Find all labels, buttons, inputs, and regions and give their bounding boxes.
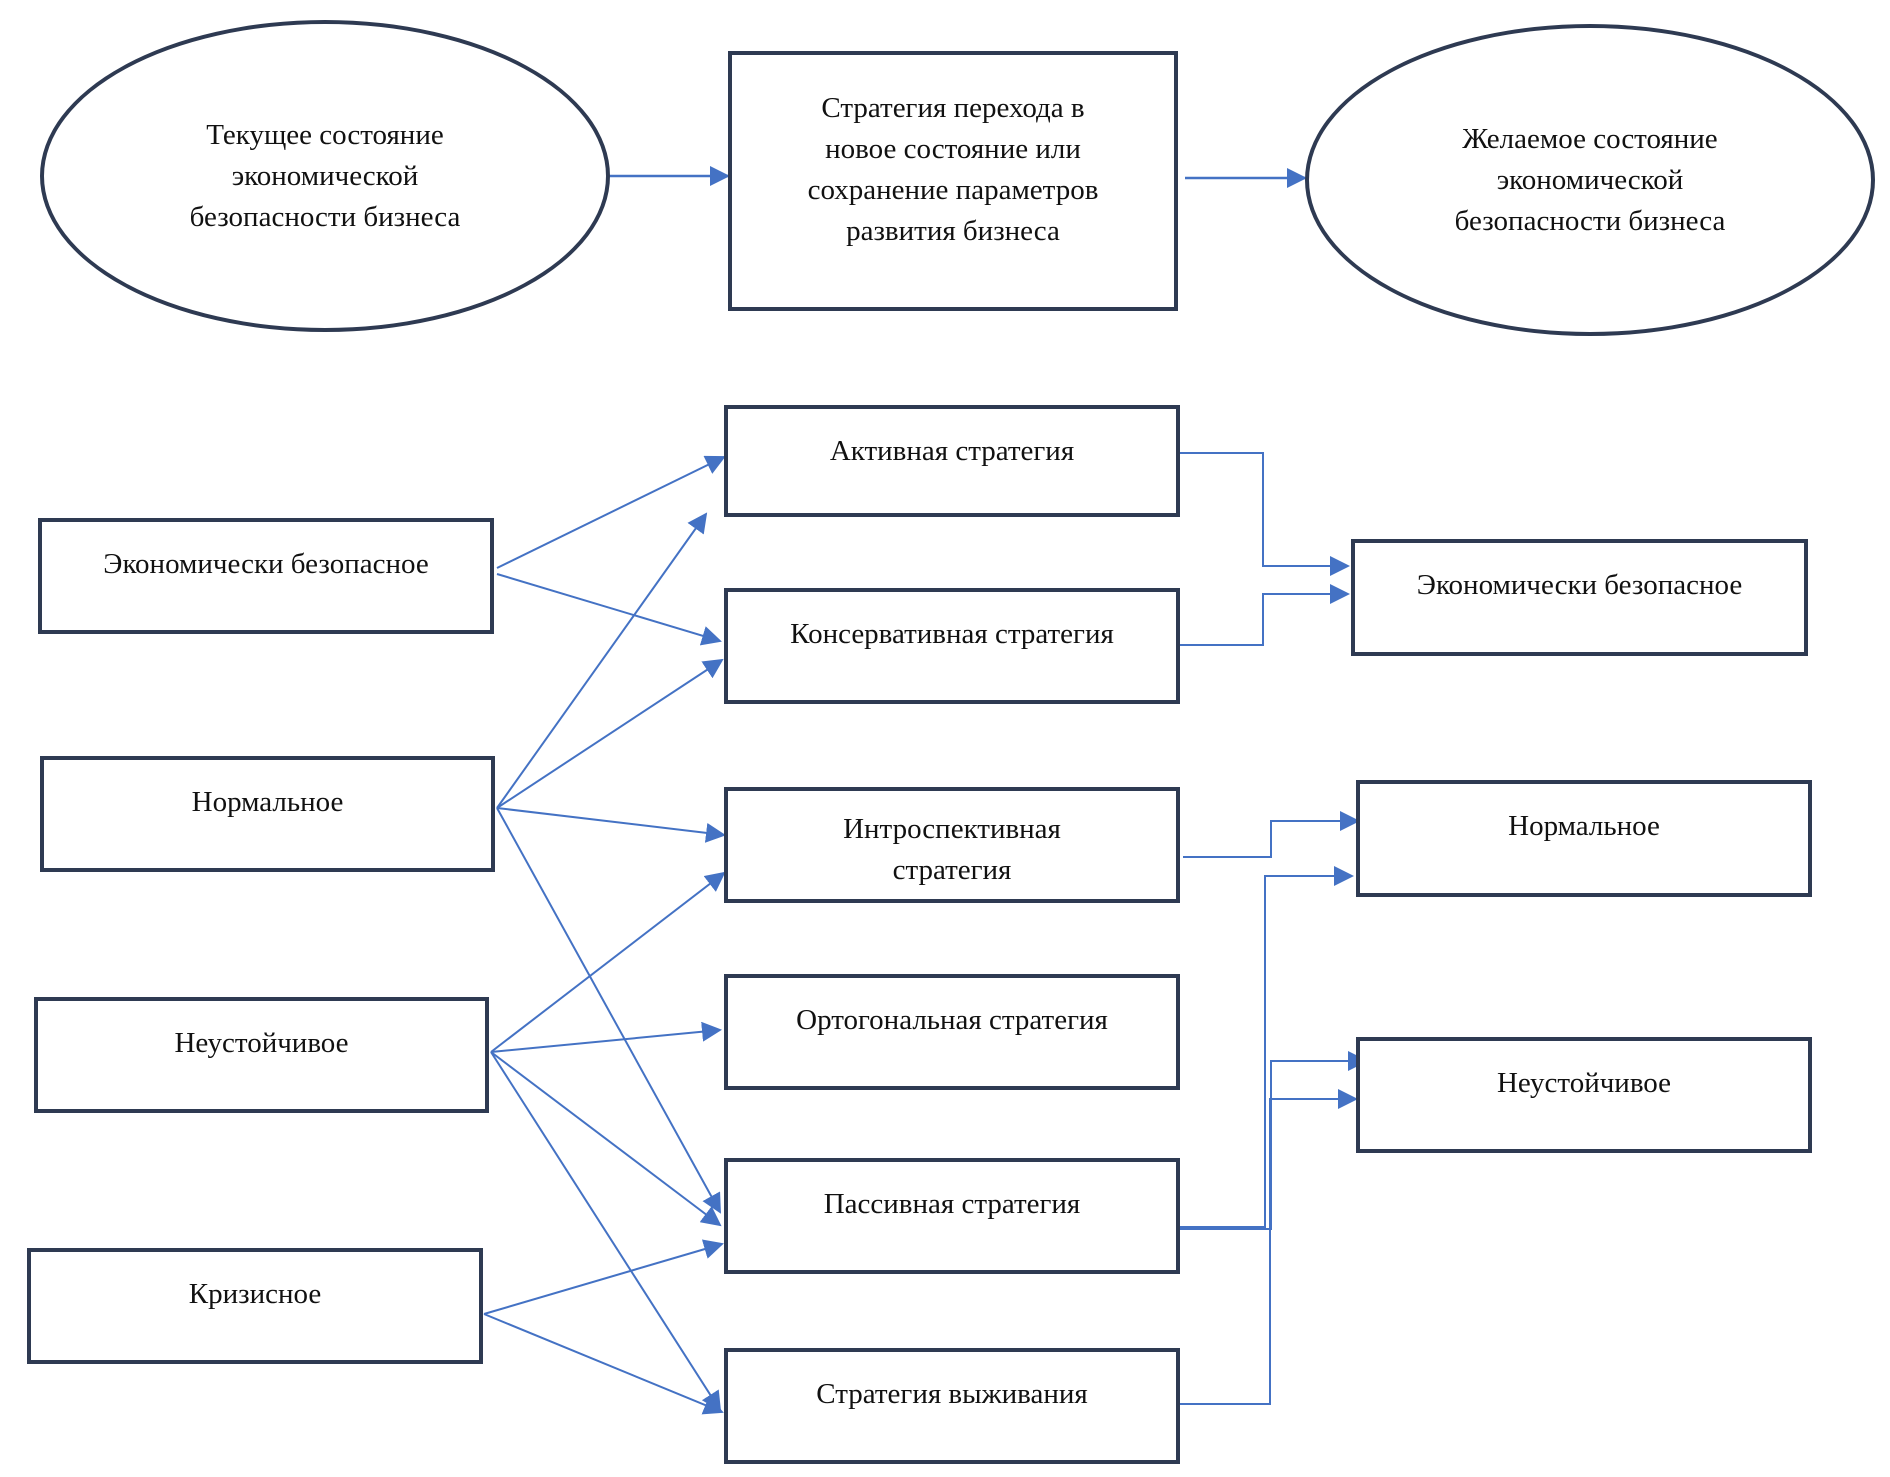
strategy-active-label: Активная стратегия (829, 435, 1075, 467)
desired-state-safe-label: Экономически безопасное (1416, 569, 1743, 601)
arrow-str-passive-to-des-unstable (1180, 1051, 1368, 1230)
strategy-survival-label: Стратегия выживания (816, 1378, 1088, 1410)
desired-state-ellipse: Желаемое состояние экономической безопас… (1305, 24, 1875, 336)
desired-state-label: Желаемое состояние экономической безопас… (1454, 122, 1726, 237)
arrow-cur-normal-to-str-introspective (496, 807, 726, 843)
desired-state-unstable: Неустойчивое (1356, 1037, 1812, 1153)
arrow-str-passive-to-des-normal (1180, 866, 1354, 1228)
arrow-cur-unstable-to-str-survival (490, 1051, 722, 1412)
desired-state-safe: Экономически безопасное (1351, 539, 1808, 656)
arrow-cur-unstable-to-str-passive (490, 1051, 722, 1227)
arrow-cur-crisis-to-str-passive (483, 1239, 724, 1315)
current-state-normal: Нормальное (40, 756, 495, 872)
arrow-str-active-to-des-safe (1180, 452, 1350, 576)
strategy-orthogonal: Ортогональная стратегия (724, 974, 1180, 1090)
strategy-introspective: Интроспективная стратегия (724, 787, 1180, 903)
current-state-crisis: Кризисное (27, 1248, 483, 1364)
arrow-cur-normal-to-str-conservative (496, 658, 724, 809)
strategy-survival: Стратегия выживания (724, 1348, 1180, 1464)
strategy-active: Активная стратегия (724, 405, 1180, 517)
current-state-ellipse: Текущее состояние экономической безопасн… (40, 20, 610, 332)
strategy-passive: Пассивная стратегия (724, 1158, 1180, 1274)
current-state-safe: Экономически безопасное (38, 518, 494, 634)
current-state-unstable: Неустойчивое (34, 997, 489, 1113)
arrow-str-survival-to-des-unstable (1175, 1089, 1358, 1405)
desired-state-unstable-label: Неустойчивое (1496, 1067, 1672, 1099)
strategy-orthogonal-label: Ортогональная стратегия (796, 1004, 1108, 1036)
strategy-introspective-label: Интроспективная стратегия (843, 813, 1061, 886)
arrow-str-introspective-to-des-normal (1183, 811, 1360, 858)
strategy-passive-label: Пассивная стратегия (823, 1188, 1081, 1220)
desired-state-normal-label: Нормальное (1508, 810, 1660, 842)
arrow-cur-unstable-to-str-introspective (490, 871, 726, 1053)
current-state-crisis-label: Кризисное (188, 1278, 322, 1310)
arrow-cur-unstable-to-str-orthogonal (490, 1021, 722, 1053)
transition-strategy-label: Стратегия перехода в новое состояние или… (807, 92, 1099, 247)
strategy-conservative: Консервативная стратегия (724, 588, 1180, 704)
transition-strategy-box: Стратегия перехода в новое состояние или… (728, 51, 1178, 311)
arrow-cur-crisis-to-str-survival (483, 1313, 724, 1415)
current-state-unstable-label: Неустойчивое (174, 1027, 349, 1059)
current-state-normal-label: Нормальное (191, 786, 344, 818)
arrow-cur-safe-to-str-conservative (496, 573, 722, 646)
arrow-cur-normal-to-str-active (496, 512, 708, 809)
arrow-str-conservative-to-des-safe (1180, 584, 1350, 646)
current-state-safe-label: Экономически безопасное (103, 548, 429, 580)
strategy-conservative-label: Консервативная стратегия (790, 618, 1114, 650)
arrow-cur-safe-to-str-active (496, 455, 726, 569)
current-state-label: Текущее состояние экономической безопасн… (189, 118, 461, 233)
arrow-cur-normal-to-str-passive (496, 807, 721, 1214)
desired-state-normal: Нормальное (1356, 780, 1812, 897)
